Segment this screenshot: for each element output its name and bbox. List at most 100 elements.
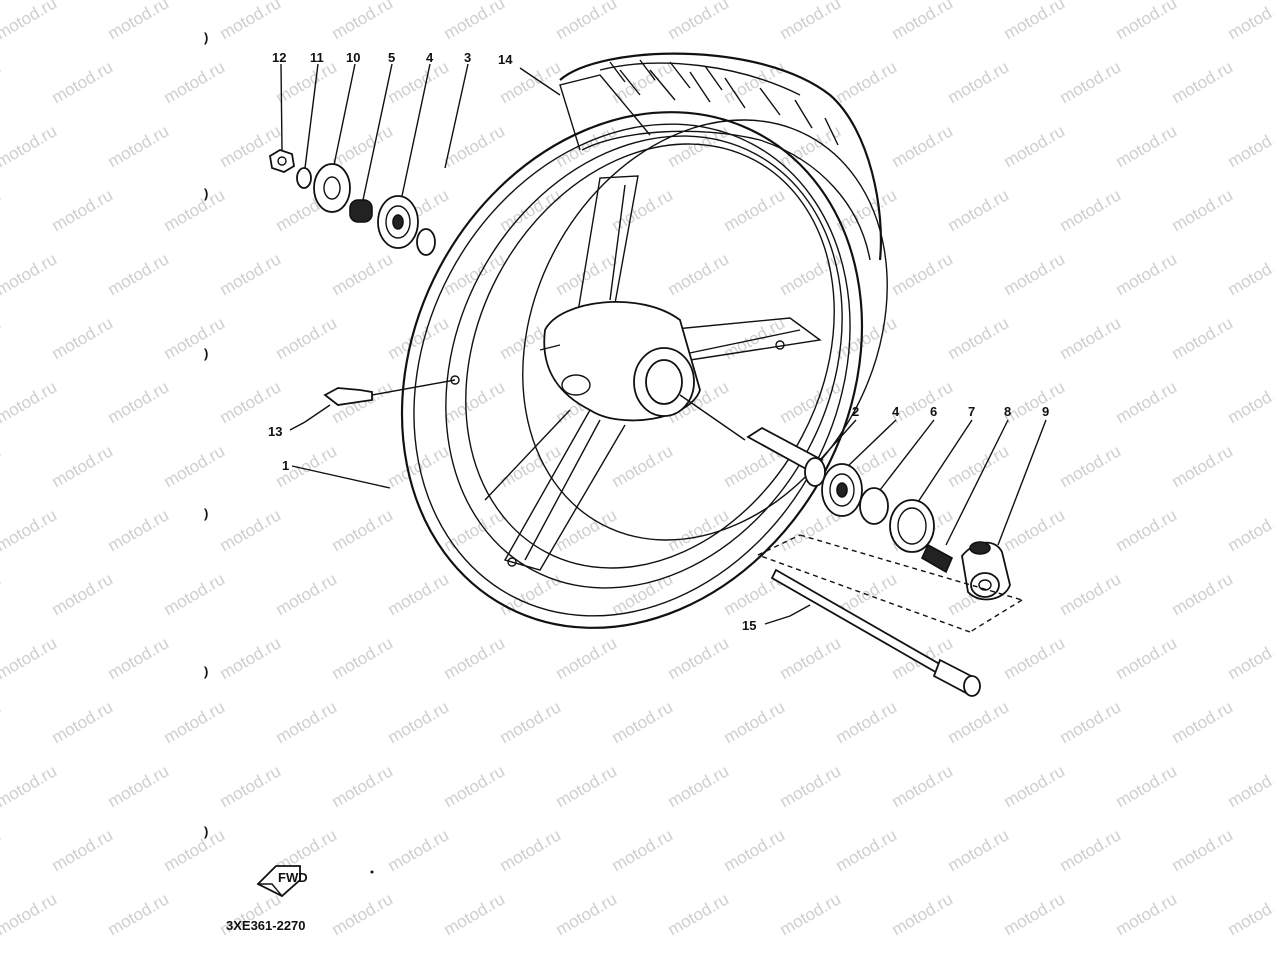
- watermark-text: motod.ru: [0, 569, 4, 619]
- watermark-text: motod.ru: [329, 505, 397, 555]
- watermark-text: motod.ru: [105, 121, 173, 171]
- watermark-text: motod.ru: [441, 0, 509, 43]
- watermark-text: motod.ru: [1113, 889, 1181, 939]
- watermark-text: motod.ru: [217, 0, 285, 43]
- watermark-text: motod.ru: [945, 825, 1013, 875]
- watermark-text: motod.ru: [105, 377, 173, 427]
- oil-seal: [416, 228, 436, 256]
- watermark-text: motod.ru: [0, 825, 4, 875]
- watermark-text: motod.ru: [945, 57, 1013, 107]
- watermark-text: motod.ru: [1001, 0, 1069, 43]
- watermark-text: motod.ru: [1001, 889, 1069, 939]
- watermark-text: motod.ru: [1057, 697, 1125, 747]
- watermark-text: motod.ru: [889, 761, 957, 811]
- watermark-text: motod.ru: [1225, 0, 1274, 43]
- seal-right: [889, 499, 935, 553]
- callout-8: 8: [1004, 404, 1011, 419]
- forward-arrow-icon: FWD: [256, 865, 308, 898]
- watermark-text: motod.ru: [329, 249, 397, 299]
- margin-mark: ): [204, 30, 208, 45]
- watermark-text: motod.ru: [609, 697, 677, 747]
- watermark-text: motod.ru: [49, 313, 117, 363]
- watermark-text: motod.ru: [1001, 249, 1069, 299]
- watermark-text: motod.ru: [217, 377, 285, 427]
- watermark-text: motod.ru: [329, 761, 397, 811]
- callout-1: 1: [282, 458, 289, 473]
- watermark-text: motod.ru: [217, 761, 285, 811]
- tire-valve: [323, 375, 460, 406]
- watermark-text: motod.ru: [721, 57, 789, 107]
- watermark-text: motod.ru: [105, 249, 173, 299]
- watermark-text: motod.ru: [1057, 825, 1125, 875]
- watermark-text: motod.ru: [441, 633, 509, 683]
- watermark-text: motod.ru: [49, 825, 117, 875]
- front-axle: [770, 568, 981, 697]
- tire-cutaway: [559, 52, 883, 261]
- margin-mark: ): [204, 186, 208, 201]
- diagram-code: 3XE361-2270: [226, 918, 306, 933]
- watermark-text: motod.ru: [385, 825, 453, 875]
- watermark-text: motod.ru: [161, 441, 229, 491]
- watermark-text: motod.ru: [161, 825, 229, 875]
- watermark-text: motod.ru: [553, 633, 621, 683]
- watermark-text: motod.ru: [889, 377, 957, 427]
- watermark-text: motod.ru: [329, 121, 397, 171]
- watermark-text: motod.ru: [161, 313, 229, 363]
- watermark-text: motod.ru: [1225, 377, 1274, 427]
- watermark-text: motod.ru: [49, 57, 117, 107]
- watermark-text: motod.ru: [1001, 761, 1069, 811]
- watermark-text: motod.ru: [1057, 441, 1125, 491]
- watermark-text: motod.ru: [1169, 569, 1237, 619]
- watermark-text: motod.ru: [1169, 57, 1237, 107]
- callout-13: 13: [268, 424, 282, 439]
- watermark-text: motod.ru: [105, 0, 173, 43]
- watermark-text: motod.ru: [777, 889, 845, 939]
- watermark-text: motod.ru: [1225, 505, 1274, 555]
- watermark-text: motod.ru: [161, 569, 229, 619]
- watermark-text: motod.ru: [945, 441, 1013, 491]
- watermark-text: motod.ru: [777, 761, 845, 811]
- watermark-text: motod.ru: [889, 249, 957, 299]
- right-hardware: [746, 426, 1023, 633]
- watermark-text: motod.ru: [441, 377, 509, 427]
- watermark-text: motod.ru: [1113, 377, 1181, 427]
- bearing-left: [377, 195, 419, 249]
- callout-12: 12: [272, 50, 286, 65]
- watermark-text: motod.ru: [889, 121, 957, 171]
- watermark-text: motod.ru: [665, 633, 733, 683]
- callout-14: 14: [498, 52, 513, 67]
- watermark-text: motod.ru: [945, 185, 1013, 235]
- watermark-text: motod.ru: [497, 825, 565, 875]
- speedometer-gear-unit: [961, 541, 1011, 601]
- watermark-text: motod.ru: [1225, 633, 1274, 683]
- watermark-text: motod.ru: [1001, 633, 1069, 683]
- watermark-text: motod.ru: [161, 185, 229, 235]
- watermark-text: motod.ru: [1113, 121, 1181, 171]
- callout-leaders: [280, 63, 1047, 625]
- collar: [313, 163, 351, 213]
- watermark-text: motod.ru: [49, 569, 117, 619]
- watermark-text: motod.ru: [721, 697, 789, 747]
- watermark-text: motod.ru: [609, 825, 677, 875]
- spacer: [349, 199, 373, 223]
- watermark-text: motod.ru: [385, 697, 453, 747]
- margin-mark: ): [204, 346, 208, 361]
- watermark-text: motod.ru: [1169, 441, 1237, 491]
- watermark-text: motod.ru: [777, 121, 845, 171]
- callout-4-right: 4: [892, 404, 900, 419]
- retainer: [859, 487, 889, 525]
- watermark-text: motod.ru: [553, 889, 621, 939]
- callout-9: 9: [1042, 404, 1049, 419]
- watermark-text: motod.ru: [0, 57, 4, 107]
- margin-mark: ): [204, 664, 208, 679]
- watermark-text: motod.ru: [1057, 57, 1125, 107]
- watermark-text: motod.ru: [0, 185, 4, 235]
- watermark-text: motod.ru: [1225, 121, 1274, 171]
- callout-4-left: 4: [426, 50, 434, 65]
- watermark-text: motod.ru: [1057, 569, 1125, 619]
- watermark-text: motod.ru: [553, 0, 621, 43]
- watermark-text: motod.ru: [49, 441, 117, 491]
- watermark-text: motod.ru: [329, 0, 397, 43]
- fwd-label: FWD: [278, 870, 308, 885]
- callout-7: 7: [968, 404, 975, 419]
